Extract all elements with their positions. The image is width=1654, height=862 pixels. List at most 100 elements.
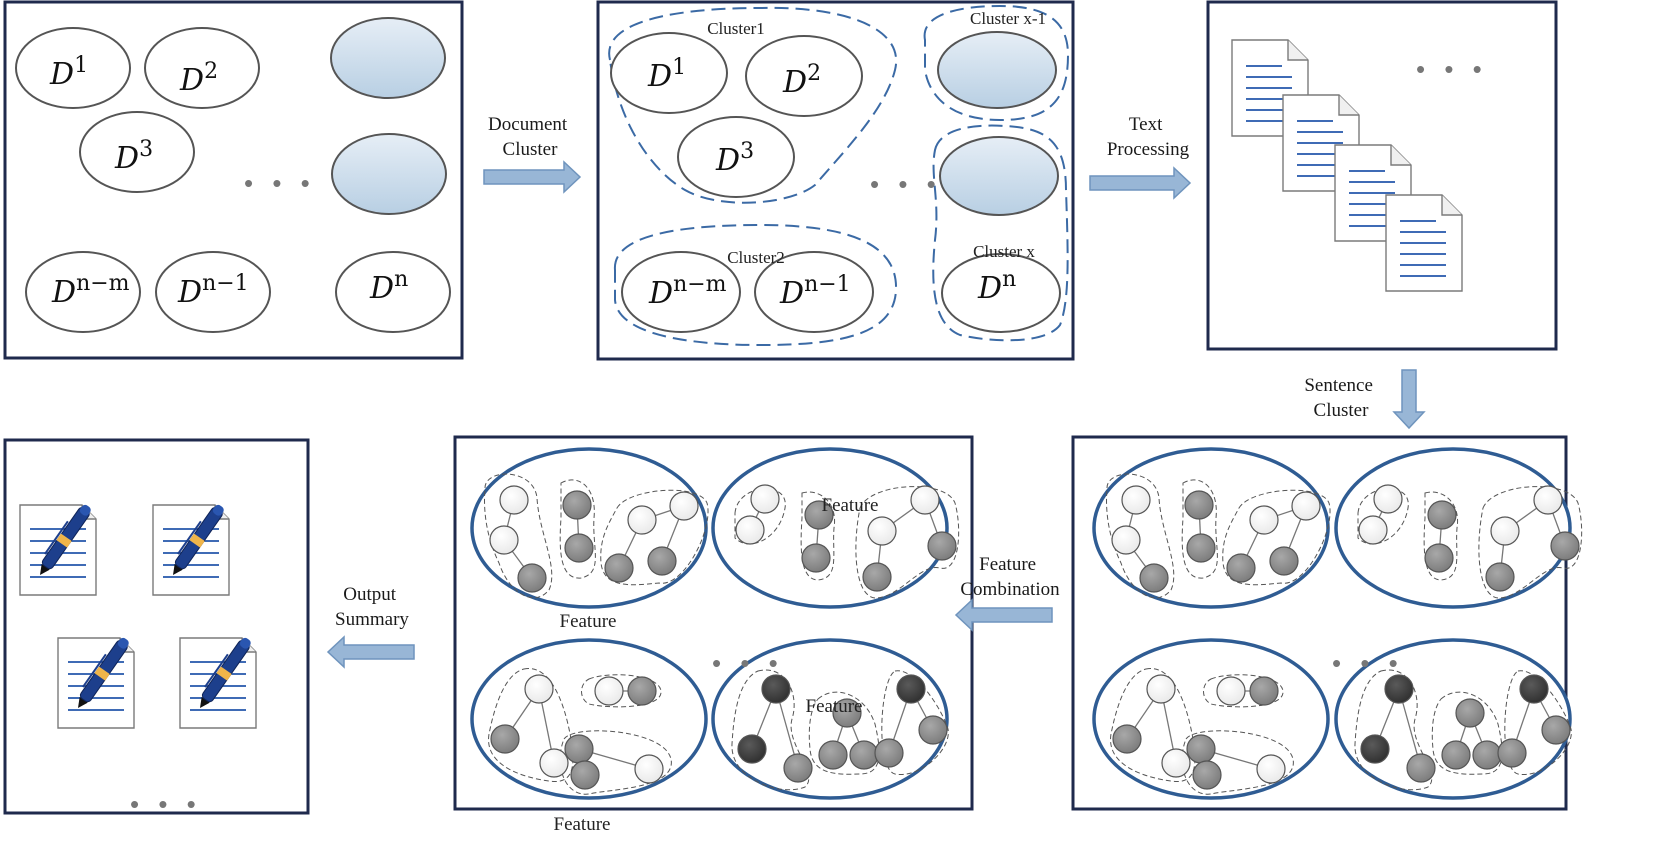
group-outline	[484, 473, 553, 599]
graph-node	[896, 674, 926, 704]
graph-node	[1139, 563, 1169, 593]
left-arrow-icon	[954, 598, 1053, 632]
graph-node	[1424, 543, 1454, 573]
feature-label-2: Feature	[822, 495, 879, 516]
group-outline	[600, 489, 709, 586]
graph-node	[524, 674, 554, 704]
document-icon	[1385, 194, 1463, 292]
graph-node	[1226, 553, 1256, 583]
right-arrow-icon	[483, 160, 582, 194]
cluster-x-label: Cluster x	[973, 242, 1035, 261]
ellipsis-sentences: • • •	[1332, 648, 1404, 678]
graph-node	[1427, 500, 1457, 530]
graph-node	[761, 674, 791, 704]
group-outline	[1106, 473, 1175, 599]
cluster-doc-label-d3: D3	[715, 139, 754, 178]
graph-node	[564, 533, 594, 563]
graph-node	[1186, 533, 1216, 563]
graph-node	[910, 485, 940, 515]
graph-node	[862, 562, 892, 592]
document-set: D1 D2 D3 Dn−m Dn−1 Dn • • •	[15, 17, 451, 333]
panel-output-summary	[3, 438, 310, 815]
group-outline	[1354, 669, 1433, 791]
graph-node	[570, 760, 600, 790]
graph-node	[562, 490, 592, 520]
cluster2-boundary	[613, 223, 898, 347]
pen-icon	[19, 500, 97, 596]
graph-node	[818, 740, 848, 770]
graph-node	[1519, 674, 1549, 704]
feature-label-4: Feature	[554, 814, 611, 835]
cluster-x-minus-1-label: Cluster x-1	[970, 9, 1046, 28]
cluster-doc-label-d1: D1	[647, 55, 686, 94]
sentence-cluster-graphs	[1092, 447, 1583, 800]
group-outline	[808, 691, 880, 775]
step-label-sentence-cluster: Sentence Cluster	[1304, 375, 1377, 421]
graph-node	[604, 553, 634, 583]
graph-node	[1533, 485, 1563, 515]
graph-node	[874, 738, 904, 768]
graph-node	[564, 734, 594, 764]
group-outline	[1431, 691, 1503, 775]
feature-graph-4	[711, 638, 949, 800]
sentence-graph-1	[1092, 447, 1331, 609]
graph-node	[1269, 546, 1299, 576]
graph-node	[1485, 562, 1515, 592]
doc-label-dn: Dn	[369, 267, 408, 306]
graph-node	[1497, 738, 1527, 768]
cluster-doc-label-dn: Dn	[977, 267, 1016, 306]
graph-node	[490, 724, 520, 754]
graph-node	[1373, 484, 1403, 514]
graph-node	[1111, 525, 1141, 555]
graph-node	[1455, 698, 1485, 728]
graph-node	[804, 500, 834, 530]
step-label-output-summary: Output Summary	[335, 584, 409, 630]
graph-node	[634, 754, 664, 784]
feature-graph-1	[470, 447, 709, 609]
graph-node	[499, 485, 529, 515]
doc-label-d2: D2	[179, 59, 218, 98]
graph-node	[1406, 753, 1436, 783]
group-outline	[581, 674, 662, 708]
sentence-graph-3	[1092, 638, 1330, 800]
feature-graph-3	[470, 638, 708, 800]
feature-graphs	[470, 447, 960, 800]
graph-node	[539, 748, 569, 778]
graph-node	[1384, 674, 1414, 704]
ellipsis-features: • • •	[712, 648, 784, 678]
pen-icon	[57, 633, 135, 729]
group-outline	[800, 491, 836, 581]
step-label-text-processing: Text Processing	[1107, 114, 1190, 160]
graph-node	[1360, 734, 1390, 764]
graph-node	[737, 734, 767, 764]
graph-node	[1472, 740, 1502, 770]
graph-node	[832, 698, 862, 728]
doc-label-dn1: Dn−1	[177, 271, 249, 310]
graph-node	[1186, 734, 1216, 764]
graph-node	[627, 505, 657, 535]
graph-node	[1192, 760, 1222, 790]
graph-node	[927, 531, 957, 561]
group-outline	[1181, 479, 1218, 579]
group-outline	[731, 669, 810, 791]
graph-node	[517, 563, 547, 593]
group-outline	[1504, 670, 1572, 775]
group-outline	[1203, 674, 1284, 708]
sentence-graph-4	[1334, 638, 1572, 800]
ellipsis-clusters: • • •	[870, 169, 942, 199]
graph-node	[1441, 740, 1471, 770]
step-label-document-cluster: Document Cluster	[488, 114, 572, 160]
step-label-feature-combination: Feature Combination	[960, 554, 1060, 600]
graph-node	[1541, 715, 1571, 745]
doc-label-d1: D1	[49, 53, 88, 92]
left-arrow-icon	[326, 635, 415, 669]
feature-graph-2	[711, 447, 960, 609]
group-outline	[881, 670, 949, 775]
graph-node	[669, 491, 699, 521]
graph-node	[627, 676, 657, 706]
graph-node	[750, 484, 780, 514]
graph-node	[1256, 754, 1286, 784]
cluster-x-boundary	[932, 124, 1069, 342]
down-arrow-icon	[1392, 369, 1426, 430]
graph-node	[1249, 505, 1279, 535]
